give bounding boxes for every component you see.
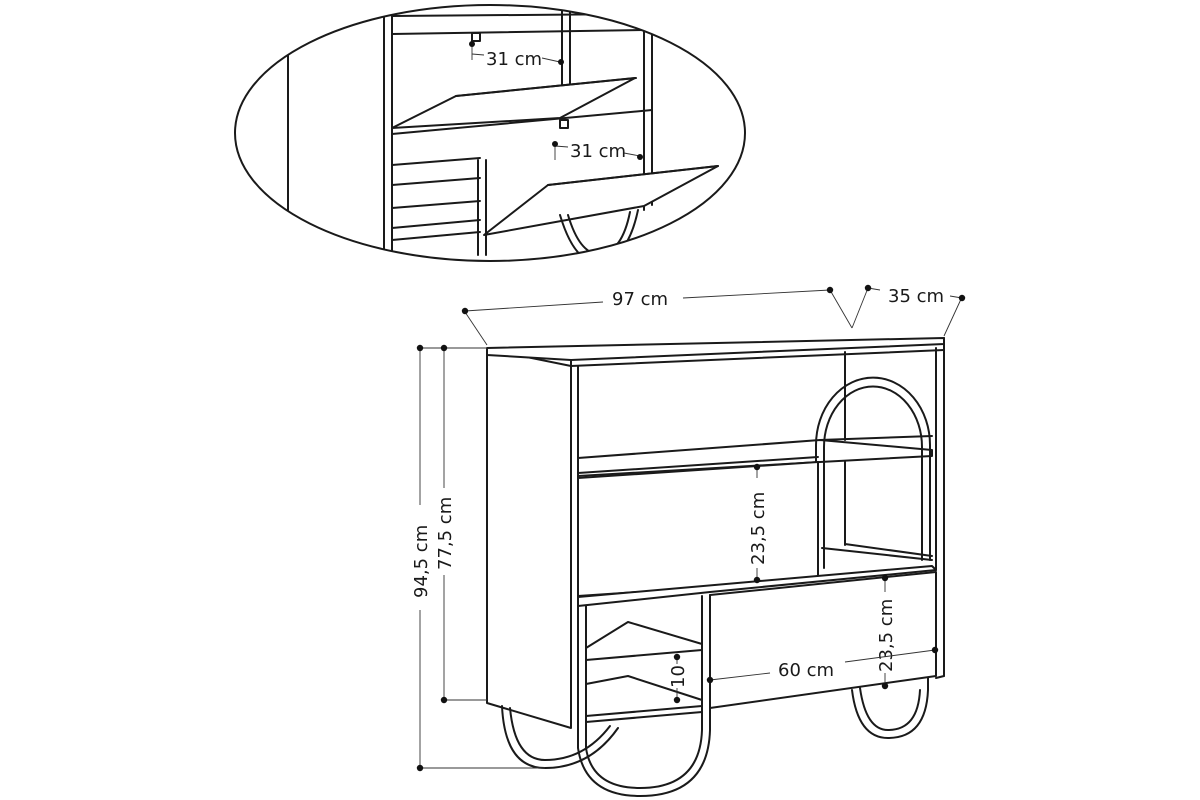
dimension-detail-gap-top: 31 cm bbox=[469, 41, 564, 70]
dimension-lower-flap-height: 23,5 cm bbox=[876, 574, 897, 690]
label-lower-flap-width: 60 cm bbox=[778, 660, 834, 681]
cabinet-top-board bbox=[486, 337, 945, 361]
label-depth: 35 cm bbox=[888, 286, 944, 307]
dimension-detail-gap-bottom: 31 cm bbox=[552, 141, 643, 162]
cabinet bbox=[486, 337, 945, 797]
dimension-lower-flap-width: 60 cm bbox=[706, 646, 939, 684]
label-shelf-spacing: 10 bbox=[668, 665, 689, 688]
label-detail-gap-bottom: 31 cm bbox=[570, 141, 626, 162]
label-total-height: 94,5 cm bbox=[411, 525, 432, 598]
upper-flap-door bbox=[577, 461, 819, 597]
detail-view: 31 cm 31 cm bbox=[234, 4, 746, 262]
label-lower-flap-height: 23,5 cm bbox=[876, 599, 897, 672]
dimension-shelf-spacing: 10 bbox=[668, 653, 689, 704]
dimension-body-height: 77,5 cm bbox=[435, 344, 487, 704]
label-detail-gap-top: 31 cm bbox=[486, 49, 542, 70]
cabinet-left-panel bbox=[486, 348, 572, 729]
dimension-total-height: 94,5 cm bbox=[411, 344, 545, 772]
label-upper-flap-height: 23,5 cm bbox=[748, 492, 769, 565]
dimension-upper-flap-height: 23,5 cm bbox=[748, 463, 769, 584]
dimension-width: 97 cm bbox=[461, 286, 853, 346]
detail-ellipse-outline bbox=[234, 4, 746, 262]
label-body-height: 77,5 cm bbox=[435, 497, 456, 570]
label-width: 97 cm bbox=[612, 289, 668, 310]
dimension-depth: 35 cm bbox=[851, 284, 966, 337]
detail-contents bbox=[287, 5, 719, 261]
lower-flap-door bbox=[709, 571, 937, 709]
